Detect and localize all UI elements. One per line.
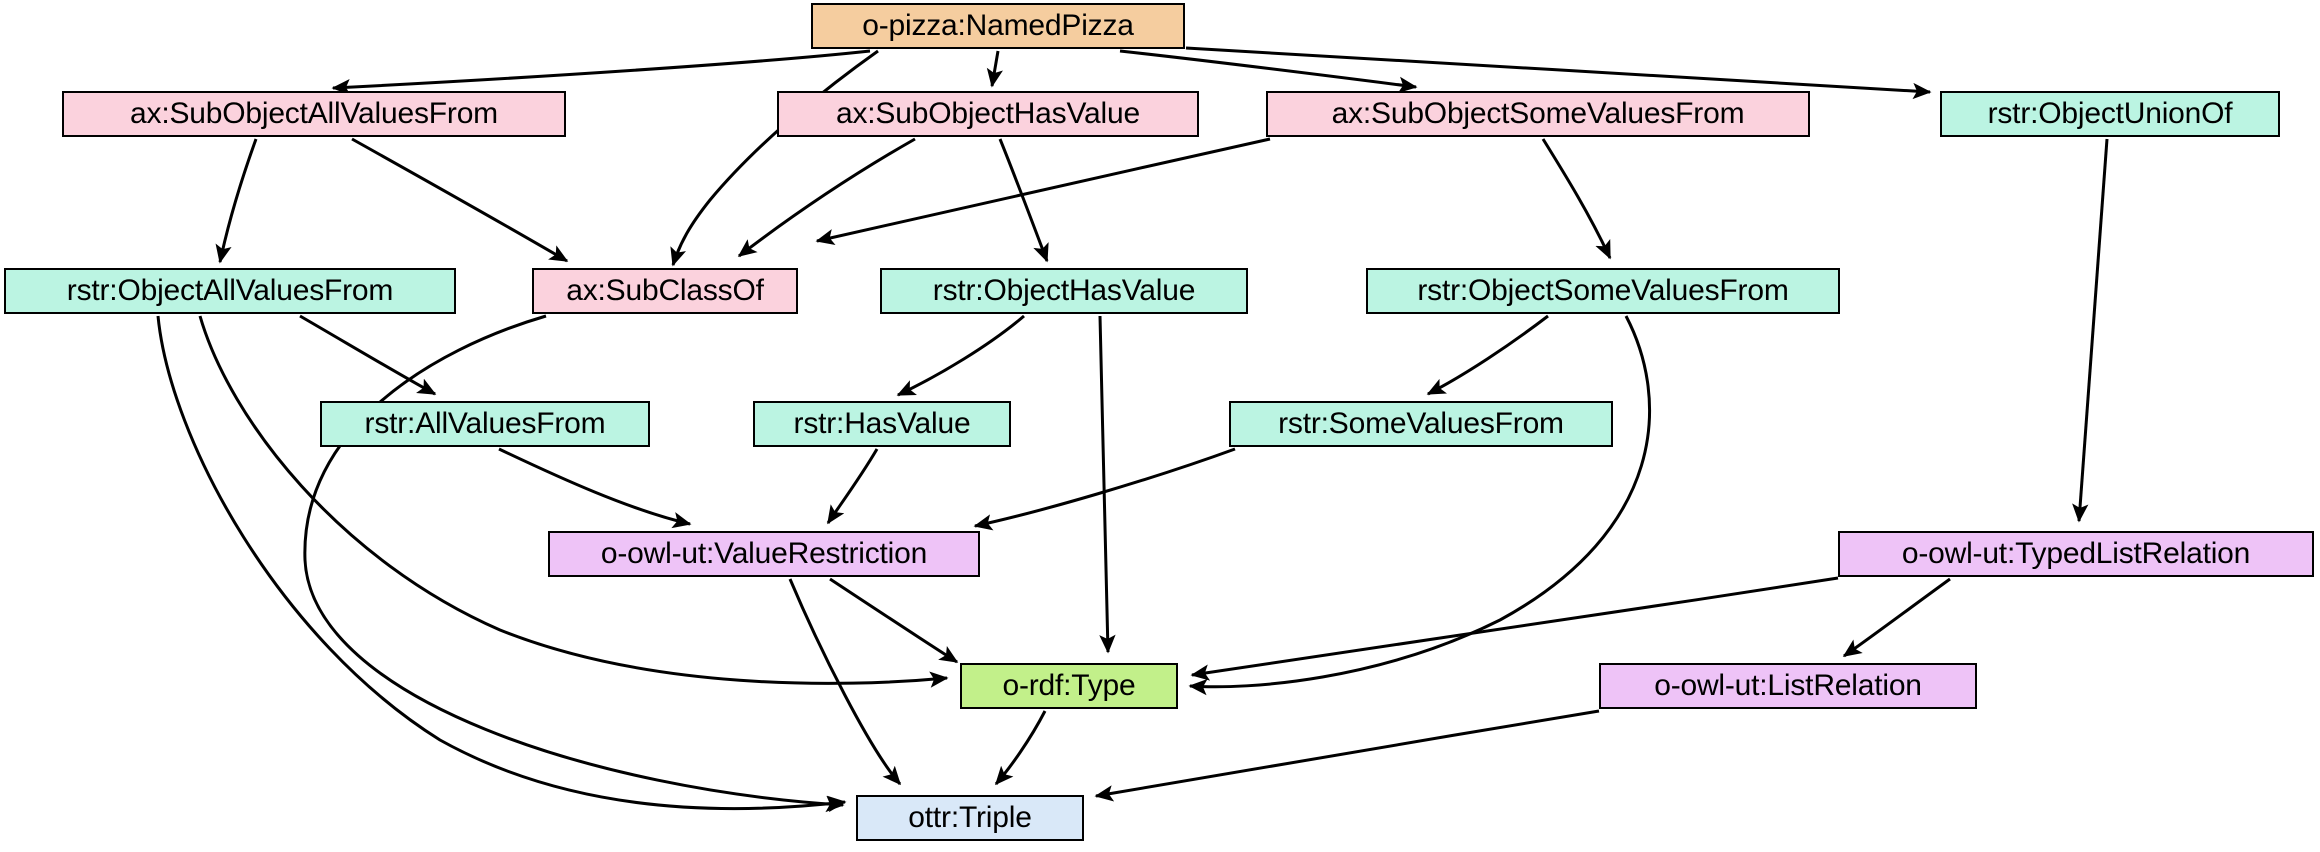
- node-label: o-rdf:Type: [1002, 669, 1136, 702]
- edge-subobjectsomevalues-to-objectsomevaluesfrom: [1541, 138, 1612, 260]
- node-rstr-objectunionof[interactable]: rstr:ObjectUnionOf: [1940, 91, 2280, 137]
- edge-subclassof-to-ottrtriple: [303, 314, 845, 813]
- edge-subobjecthasvalue-to-objecthasvalue: [998, 138, 1049, 263]
- edge-namedpizza-to-objectunionof: [1185, 46, 1932, 100]
- edge-objectallvaluesfrom-to-rdftype: [198, 315, 949, 688]
- edge-namedpizza-to-subclassof: [670, 49, 879, 267]
- node-rstr-allvaluesfrom[interactable]: rstr:AllValuesFrom: [320, 401, 650, 447]
- node-label: rstr:ObjectHasValue: [932, 274, 1196, 307]
- edge-objecthasvalue-to-rdftype: [1098, 315, 1116, 654]
- edge-subobjectsomevalues-to-subclassof: [815, 137, 1271, 246]
- edge-rdftype-to-ottrtriple: [994, 710, 1047, 786]
- edge-objectsomevaluesfrom-to-somevaluesfrom: [1426, 314, 1549, 396]
- edge-objectallvaluesfrom-to-ottrtriple: [156, 315, 847, 813]
- node-o-owl-ut-valuerestriction[interactable]: o-owl-ut:ValueRestriction: [548, 531, 980, 577]
- edge-valuerestriction-to-ottrtriple: [788, 578, 902, 786]
- edge-namedpizza-to-subobjecthasvalue: [986, 50, 1003, 88]
- node-o-owl-ut-typedlistrelation[interactable]: o-owl-ut:TypedListRelation: [1838, 531, 2314, 577]
- edge-subobjectallvalues-to-subclassof: [351, 137, 569, 263]
- node-o-rdf-type[interactable]: o-rdf:Type: [960, 663, 1178, 709]
- node-label: o-owl-ut:TypedListRelation: [1901, 537, 2251, 570]
- node-label: ax:SubObjectSomeValuesFrom: [1331, 97, 1745, 130]
- node-label: ax:SubObjectAllValuesFrom: [130, 97, 498, 130]
- edge-typedlistrelation-to-rdftype: [1190, 576, 1839, 681]
- edge-namedpizza-to-subobjectallvalues: [331, 49, 871, 96]
- node-o-pizza-namedpizza[interactable]: o-pizza:NamedPizza: [811, 3, 1185, 49]
- edge-objectsomevaluesfrom-to-rdftype: [1188, 315, 1652, 696]
- edge-allvaluesfrom-to-valuerestriction: [498, 447, 692, 529]
- edge-objectallvaluesfrom-to-allvaluesfrom: [299, 314, 437, 396]
- edge-namedpizza-to-subobjectsomevalues: [1119, 49, 1418, 93]
- edge-hasvalue-to-valuerestriction: [826, 448, 879, 525]
- edge-objecthasvalue-to-hasvalue: [896, 314, 1025, 397]
- node-rstr-objectallvaluesfrom[interactable]: rstr:ObjectAllValuesFrom: [4, 268, 456, 314]
- edge-subobjecthasvalue-to-subclassof: [737, 137, 916, 258]
- edge-listrelation-to-ottrtriple: [1094, 709, 1600, 802]
- node-ottr-triple[interactable]: ottr:Triple: [856, 795, 1084, 841]
- edge-valuerestriction-to-rdftype: [829, 577, 959, 664]
- edge-objectunionof-to-typedlistrelation: [2072, 138, 2109, 523]
- node-label: ax:SubClassOf: [566, 274, 764, 307]
- node-label: rstr:ObjectAllValuesFrom: [66, 274, 394, 307]
- node-label: rstr:HasValue: [793, 407, 971, 440]
- node-rstr-objectsomevaluesfrom[interactable]: rstr:ObjectSomeValuesFrom: [1366, 268, 1840, 314]
- node-label: rstr:ObjectUnionOf: [1987, 97, 2233, 130]
- edge-somevaluesfrom-to-valuerestriction: [973, 447, 1236, 531]
- node-label: rstr:AllValuesFrom: [364, 407, 606, 440]
- node-label: ax:SubObjectHasValue: [836, 97, 1140, 130]
- node-label: o-owl-ut:ValueRestriction: [600, 537, 928, 570]
- edge-subobjectallvalues-to-objectallvaluesfrom: [215, 138, 258, 264]
- node-ax-subclassof[interactable]: ax:SubClassOf: [532, 268, 798, 314]
- node-label: rstr:ObjectSomeValuesFrom: [1417, 274, 1789, 307]
- node-ax-subobjectallvaluesfrom[interactable]: ax:SubObjectAllValuesFrom: [62, 91, 566, 137]
- node-ax-subobjecthasvalue[interactable]: ax:SubObjectHasValue: [777, 91, 1199, 137]
- node-label: ottr:Triple: [908, 801, 1032, 834]
- node-label: o-pizza:NamedPizza: [862, 9, 1134, 42]
- node-rstr-objecthasvalue[interactable]: rstr:ObjectHasValue: [880, 268, 1248, 314]
- edge-typedlistrelation-to-listrelation: [1842, 577, 1951, 658]
- node-label: rstr:SomeValuesFrom: [1278, 407, 1564, 440]
- node-rstr-hasvalue[interactable]: rstr:HasValue: [753, 401, 1011, 447]
- node-ax-subobjectsomevaluesfrom[interactable]: ax:SubObjectSomeValuesFrom: [1266, 91, 1810, 137]
- node-o-owl-ut-listrelation[interactable]: o-owl-ut:ListRelation: [1599, 663, 1977, 709]
- node-label: o-owl-ut:ListRelation: [1654, 669, 1922, 702]
- node-rstr-somevaluesfrom[interactable]: rstr:SomeValuesFrom: [1229, 401, 1613, 447]
